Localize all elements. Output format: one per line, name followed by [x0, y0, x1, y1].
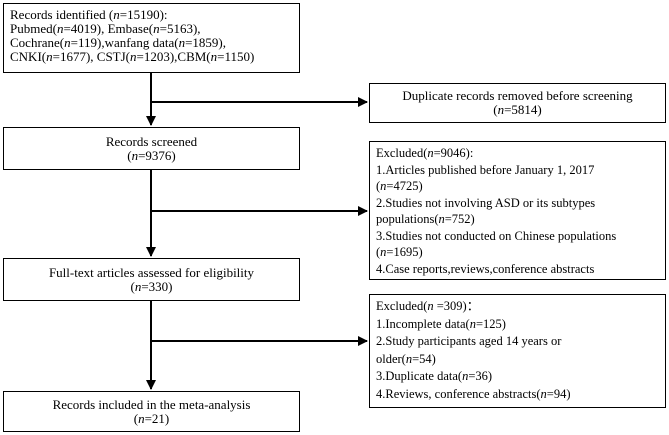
- records-screened-box: Records screened (n=9376): [3, 127, 300, 170]
- excluded-screening-reason-1-count: (n=4725): [376, 179, 423, 193]
- excluded-fulltext-title: Excluded(n =309)：: [376, 299, 480, 313]
- duplicates-removed-count: (n=5814): [493, 102, 542, 117]
- duplicates-removed-box: Duplicate records removed before screeni…: [369, 83, 666, 123]
- excluded-screening-reason-3-count: (n=1695): [376, 245, 423, 259]
- fulltext-assessed-title: Full-text articles assessed for eligibil…: [48, 265, 255, 280]
- records-screened-title: Records screened: [105, 134, 198, 149]
- excluded-screening-box: Excluded(n=9046): 1.Articles published b…: [369, 141, 666, 280]
- records-included-count: (n=21): [133, 411, 170, 426]
- fulltext-assessed-box: Full-text articles assessed for eligibil…: [3, 258, 300, 301]
- excluded-fulltext-reason-2-count: older(n=54): [376, 351, 436, 366]
- excluded-fulltext-reason-3: 3.Duplicate data(n=36): [376, 369, 493, 383]
- excluded-fulltext-reason-2: 2.Study participants aged 14 years or: [376, 334, 562, 348]
- excluded-fulltext-box: Excluded(n =309)： 1.Incomplete data(n=12…: [369, 294, 666, 408]
- excluded-screening-reason-2-count: populations(n=752): [376, 212, 475, 226]
- excluded-screening-reason-4: 4.Case reports,reviews,conference abstra…: [376, 261, 595, 276]
- records-included-box: Records included in the meta-analysis (n…: [3, 391, 300, 432]
- records-included-title: Records included in the meta-analysis: [52, 397, 251, 412]
- excluded-fulltext-reason-4: 4.Reviews, conference abstracts(n=94): [376, 386, 571, 401]
- records-identified-line-4: CNKI(n=1677), CSTJ(n=1203),CBM(n=1150): [10, 49, 255, 64]
- fulltext-assessed-count: (n=330): [130, 279, 173, 294]
- duplicates-removed-title: Duplicate records removed before screeni…: [402, 88, 633, 103]
- excluded-screening-reason-3: 3.Studies not conducted on Chinese popul…: [376, 228, 617, 243]
- records-identified-line-3: Cochrane(n=119),wanfang data(n=1859),: [10, 35, 226, 50]
- excluded-screening-title: Excluded(n=9046):: [376, 146, 474, 160]
- records-screened-count: (n=9376): [127, 148, 176, 163]
- excluded-screening-reason-2: 2.Studies not involving ASD or its subty…: [376, 195, 596, 210]
- records-identified-line-2: Pubmed(n=4019), Embase(n=5163),: [10, 21, 201, 36]
- records-identified-box: Records identified (n=15190): Pubmed(n=4…: [3, 3, 300, 73]
- records-identified-title: Records identified (n=15190):: [10, 7, 168, 22]
- excluded-fulltext-reason-1: 1.Incomplete data(n=125): [376, 316, 506, 331]
- excluded-screening-reason-1: 1.Articles published before January 1, 2…: [376, 162, 595, 177]
